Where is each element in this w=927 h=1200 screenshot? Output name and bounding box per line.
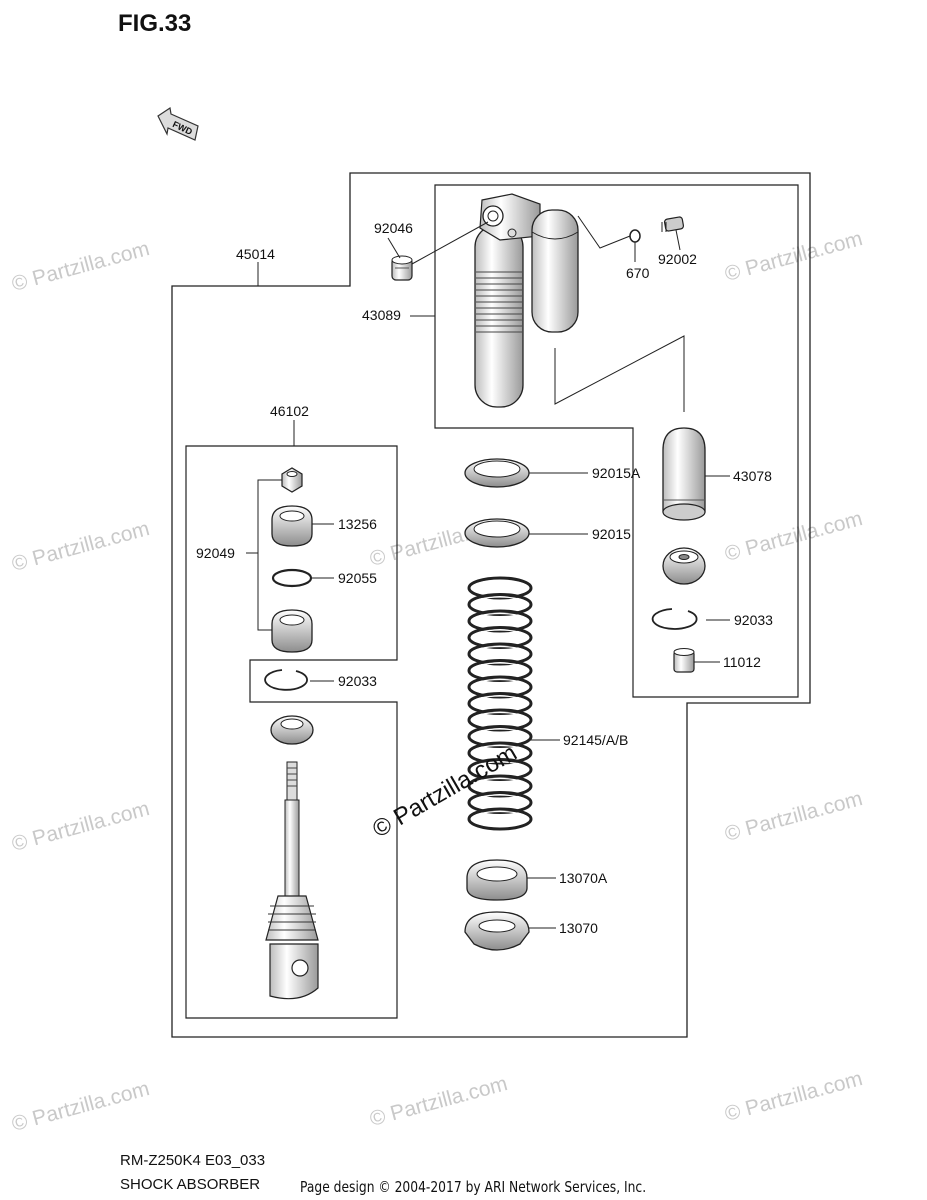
spring-coil: [467, 692, 533, 715]
spring-coil: [467, 626, 533, 649]
part-label-46102: 46102: [270, 403, 309, 419]
assembly-frame-43089: [434, 184, 799, 698]
spring-coil: [467, 741, 533, 765]
part-label-13070A: 13070A: [559, 870, 608, 886]
cap-13256: [271, 505, 313, 547]
nut-icon: [281, 467, 303, 493]
piston-icon: [271, 609, 313, 653]
bush-92046: [391, 255, 413, 281]
screw-92002: [661, 216, 685, 232]
spring-coil: [467, 576, 533, 600]
spring-coil: [467, 725, 533, 748]
part-label-92046: 92046: [374, 220, 413, 236]
part-label-92015A: 92015A: [592, 465, 641, 481]
o-ring-92055: [271, 568, 313, 588]
spring-coil: [467, 642, 533, 666]
spring-seat-13070A: [466, 859, 528, 901]
spring-coil: [467, 593, 533, 616]
part-label-92033-left: 92033: [338, 673, 377, 689]
part-label-13256: 13256: [338, 516, 377, 532]
reservoir-cap-43078: [662, 427, 706, 521]
adjuster-nut-92015A: [464, 458, 530, 488]
spring-coil: [467, 758, 533, 781]
circlip-92033-left: [264, 669, 308, 691]
figure-title: FIG.33: [118, 10, 192, 37]
spring-seat-13070: [464, 911, 530, 951]
part-label-92145: 92145/A/B: [563, 732, 628, 748]
rod-seal: [270, 715, 314, 745]
fwd-arrow-icon: FWD: [157, 106, 199, 141]
spring-coil-highlight: [471, 810, 529, 828]
shock-body-43089: [474, 193, 579, 408]
assembly-frame-45014: [171, 172, 811, 1038]
reservoir-seal: [662, 547, 706, 585]
part-label-92015: 92015: [592, 526, 631, 542]
part-label-92033-right: 92033: [734, 612, 773, 628]
part-label-92002: 92002: [658, 251, 697, 267]
adjuster-nut-92015: [464, 518, 530, 548]
bearing-11012: [673, 648, 695, 673]
piston-rod-icon: [265, 761, 319, 1000]
part-label-11012: 11012: [723, 654, 761, 670]
spring-92145: [467, 576, 533, 831]
part-name: SHOCK ABSORBER: [120, 1176, 261, 1193]
model-code: RM-Z250K4 E03_033: [120, 1152, 266, 1169]
spring-coil: [467, 609, 533, 633]
part-label-92049: 92049: [196, 545, 235, 561]
part-label-670: 670: [626, 265, 650, 281]
part-label-45014: 45014: [236, 246, 275, 262]
spring-coil: [467, 791, 533, 814]
spring-coil: [467, 659, 533, 682]
part-label-43089: 43089: [362, 307, 401, 323]
part-label-43078: 43078: [733, 468, 772, 484]
part-label-92055: 92055: [338, 570, 377, 586]
part-label-13070: 13070: [559, 920, 598, 936]
o-ring-670: [629, 229, 641, 243]
spring-coil: [467, 807, 533, 831]
spring-coil: [467, 708, 533, 732]
page-credit: Page design © 2004-2017 by ARI Network S…: [300, 1178, 647, 1196]
circlip-92033-right: [651, 608, 698, 630]
assembly-frame-46102: [185, 445, 398, 1019]
spring-coil: [467, 774, 533, 798]
spring-coil: [467, 675, 533, 699]
